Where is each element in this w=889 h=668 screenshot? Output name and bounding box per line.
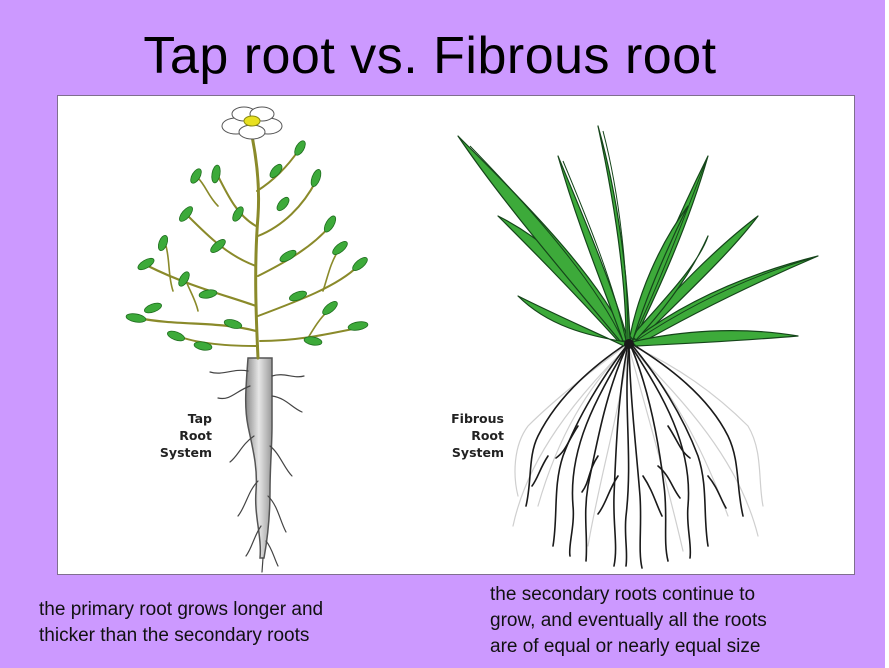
tap-label-line-1: Tap — [150, 410, 212, 427]
fibrous-roots-icon — [526, 344, 743, 568]
tap-label-line-3: System — [150, 444, 212, 461]
fibrous-label-line-2: Root — [418, 427, 504, 444]
grass-blades-icon — [458, 126, 818, 346]
fibrous-label-line-1: Fibrous — [418, 410, 504, 427]
fibrous-root-plant-icon — [458, 126, 818, 568]
tap-stem-icon — [138, 136, 358, 358]
fibrous-caption-line-2: grow, and eventually all the roots — [490, 608, 767, 634]
tap-label-line-2: Root — [150, 427, 212, 444]
plants-illustration — [58, 96, 854, 574]
flower-icon — [222, 107, 282, 139]
tap-leaves-icon — [125, 139, 369, 351]
tap-root-label: Tap Root System — [150, 410, 212, 461]
fibrous-root-label: Fibrous Root System — [418, 410, 504, 461]
root-crown-icon — [624, 339, 634, 349]
fibrous-caption-line-1: the secondary roots continue to — [490, 582, 767, 608]
illustration-panel: Tap Root System Fibrous Root System — [57, 95, 855, 575]
fibrous-root-caption: the secondary roots continue to grow, an… — [490, 582, 767, 660]
tap-caption-line-1: the primary root grows longer and — [39, 597, 323, 623]
tap-root-caption: the primary root grows longer and thicke… — [39, 597, 323, 649]
slide-title: Tap root vs. Fibrous root — [0, 26, 860, 86]
tap-root-plant-icon — [125, 107, 369, 572]
taproot-icon — [210, 358, 304, 572]
fibrous-caption-line-3: are of equal or nearly equal size — [490, 634, 767, 660]
fibrous-label-line-3: System — [418, 444, 504, 461]
tap-caption-line-2: thicker than the secondary roots — [39, 623, 323, 649]
